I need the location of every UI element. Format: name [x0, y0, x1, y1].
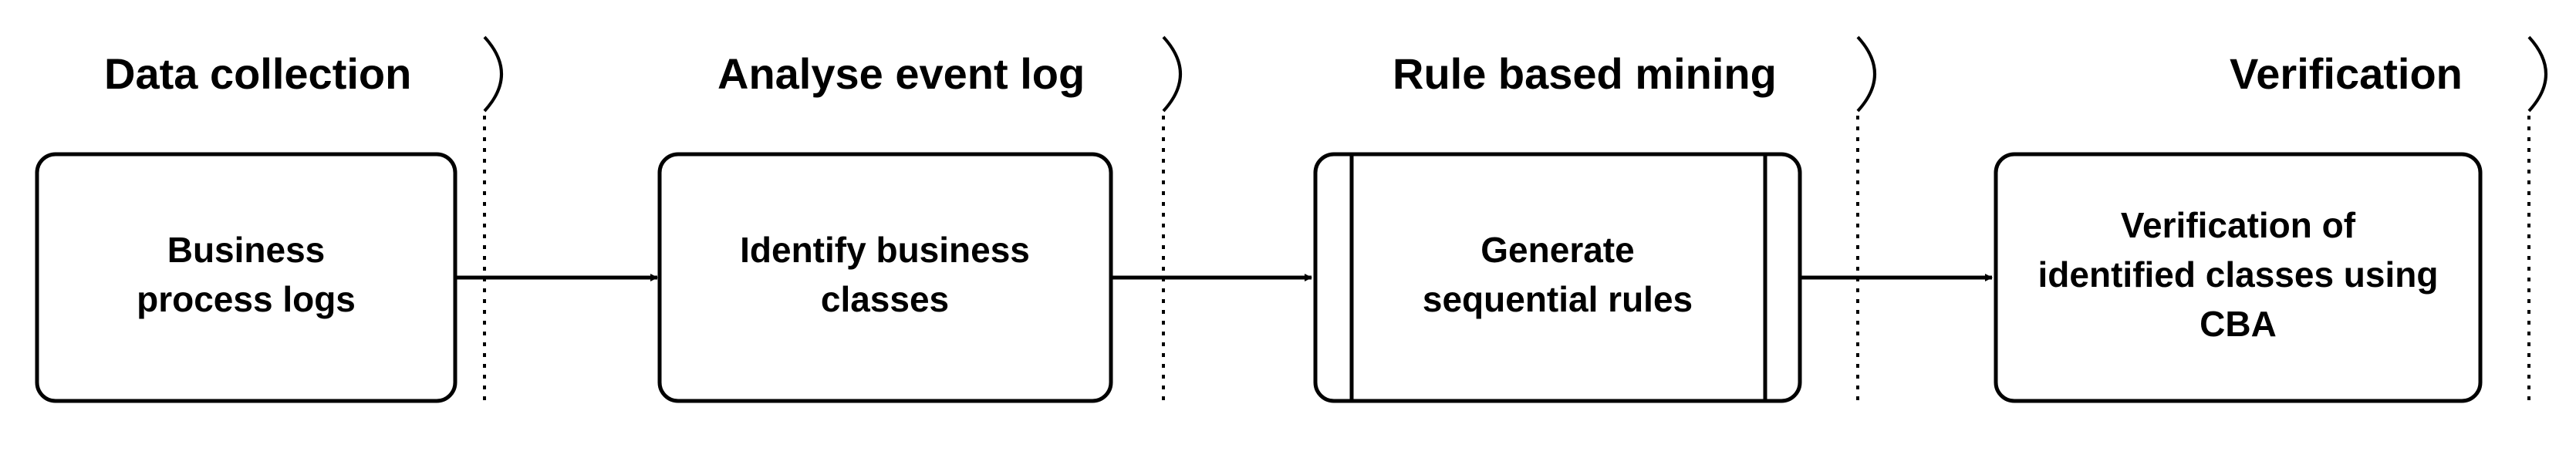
stage-title-verification: Verification: [2230, 49, 2463, 98]
stage-chevron-2: [1162, 35, 1182, 113]
stage-title-data-collection: Data collection: [104, 49, 411, 98]
box-label-line: Verification of: [2121, 205, 2356, 245]
box-label-line: identified classes using: [2038, 254, 2439, 295]
stage-chevron-4: [2527, 35, 2547, 113]
stage-title-analyse-event-log: Analyse event log: [717, 49, 1085, 98]
box-label-line: CBA: [2200, 304, 2277, 344]
box-label-line: sequential rules: [1423, 279, 1693, 319]
box-label-line: Generate: [1480, 230, 1634, 270]
predefined-process-box-generate-sequential-rules: Generate sequential rules: [1313, 152, 1802, 403]
process-box-verification-of-classes: Verification of identified classes using…: [1994, 152, 2483, 403]
stage-chevron-3: [1856, 35, 1876, 113]
stage-title-rule-based-mining: Rule based mining: [1393, 49, 1777, 98]
box-label-line: classes: [821, 279, 949, 319]
process-box-business-process-logs: Business process logs: [35, 152, 457, 403]
box-label-line: process logs: [137, 279, 356, 319]
stage-chevron-1: [483, 35, 503, 113]
process-box-identify-business-classes: Identify business classes: [657, 152, 1113, 403]
box-label-line: Business: [167, 230, 326, 270]
box-label-line: Identify business: [740, 230, 1030, 270]
